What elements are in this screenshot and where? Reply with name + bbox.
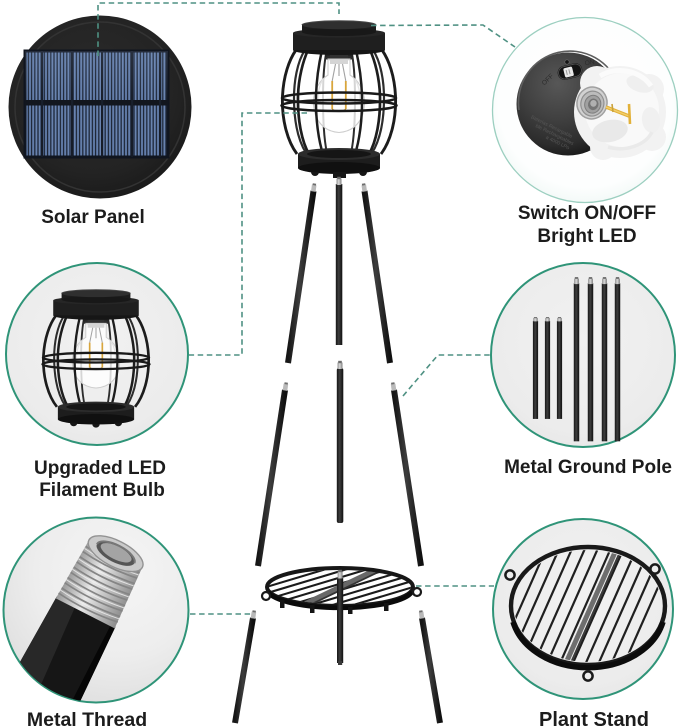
svg-text:Upgraded LED: Upgraded LED	[34, 458, 166, 479]
svg-text:Metal Ground Pole: Metal Ground Pole	[504, 457, 672, 478]
svg-text:Solar Panel: Solar Panel	[41, 207, 145, 228]
svg-text:Metal Thread: Metal Thread	[27, 709, 147, 728]
svg-text:ON: ON	[584, 59, 595, 68]
svg-text:Bright LED: Bright LED	[537, 226, 636, 247]
svg-text:Plant Stand: Plant Stand	[539, 709, 649, 728]
svg-text:Switch ON/OFF: Switch ON/OFF	[518, 203, 656, 224]
svg-text:Filament Bulb: Filament Bulb	[39, 480, 165, 501]
